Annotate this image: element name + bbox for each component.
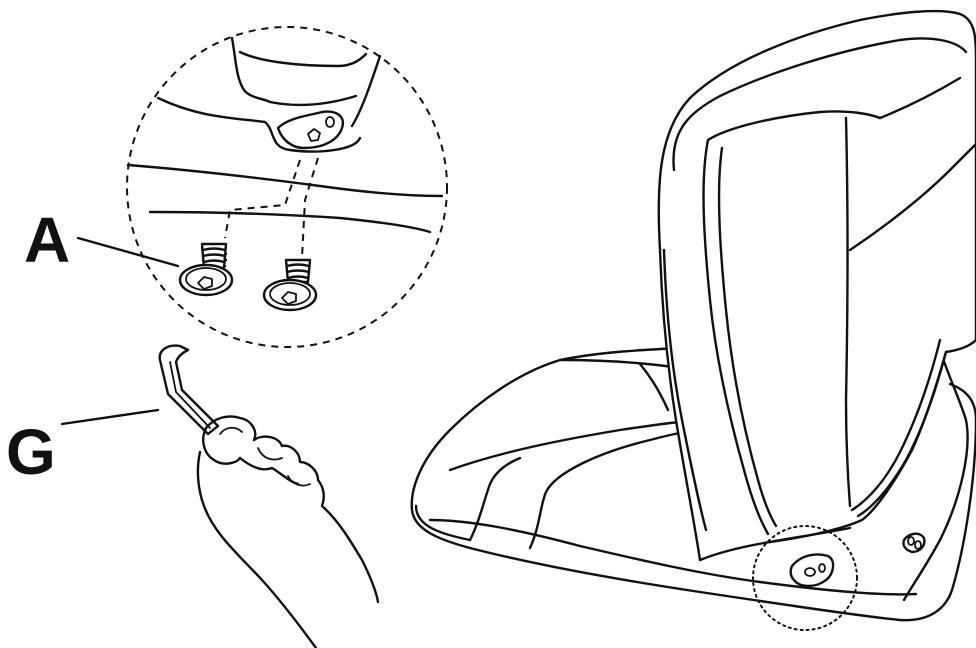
seat <box>410 9 976 631</box>
hex-key-leader-line <box>60 408 160 426</box>
hex-key <box>158 344 220 436</box>
screw-1 <box>178 242 234 297</box>
hand <box>196 415 380 648</box>
screw-leader-line <box>76 236 180 268</box>
detail-zoom-circle <box>126 26 448 348</box>
bracket-on-seat <box>789 553 835 588</box>
detail-highlight-circle <box>752 525 858 631</box>
bracket-detail <box>276 110 345 150</box>
screw-2 <box>262 258 318 312</box>
label-screw: A <box>24 204 70 276</box>
label-hex-key: G <box>6 416 56 488</box>
